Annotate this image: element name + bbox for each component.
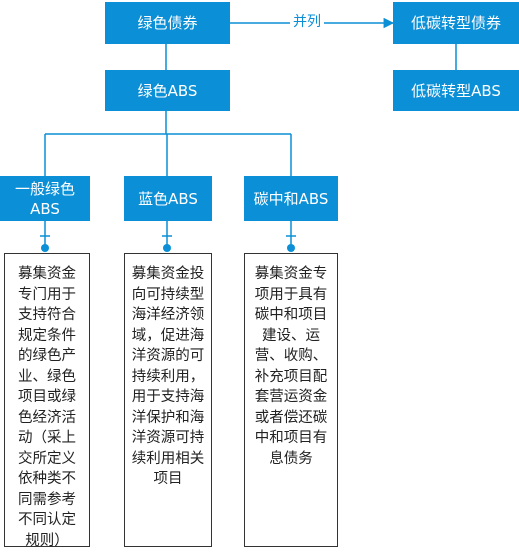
edge-label-parallel: 并列 [290,13,324,31]
node-carbon-neutral-abs: 碳中和ABS [244,176,338,221]
node-low-carbon-abs: 低碳转型ABS [393,70,519,111]
node-general-green-abs-label: 一般绿色ABS [14,179,75,218]
node-green-abs: 绿色ABS [105,70,230,111]
node-blue-abs: 蓝色ABS [124,176,212,221]
dot-blue [163,244,171,252]
desc-blue-abs: 募集资金投向可持续型海洋经济领域，促进海洋资源的可持续利用，用于支持海洋保护和海… [124,253,212,547]
desc-general-green-abs: 募集资金专门用于支持符合规定条件的绿色产业、绿色项目或绿色经济活动（采上交所定义… [4,253,90,549]
desc-carbon-neutral-abs: 募集资金专项用于具有碳中和项目建设、运营、收购、补充项目配套营运资金或者偿还碳中… [244,253,338,547]
node-low-carbon-abs-label: 低碳转型ABS [411,81,501,100]
node-low-carbon-bond: 低碳转型债券 [393,2,519,44]
dot-carbon [287,244,295,252]
node-green-bond: 绿色债券 [105,2,230,44]
node-green-abs-label: 绿色ABS [137,81,198,100]
node-green-bond-label: 绿色债券 [137,14,198,32]
node-carbon-neutral-abs-label: 碳中和ABS [253,189,329,208]
node-general-green-abs: 一般绿色ABS [0,176,90,221]
dot-general [41,244,49,252]
node-low-carbon-bond-label: 低碳转型债券 [410,14,501,32]
node-blue-abs-label: 蓝色ABS [138,189,198,208]
